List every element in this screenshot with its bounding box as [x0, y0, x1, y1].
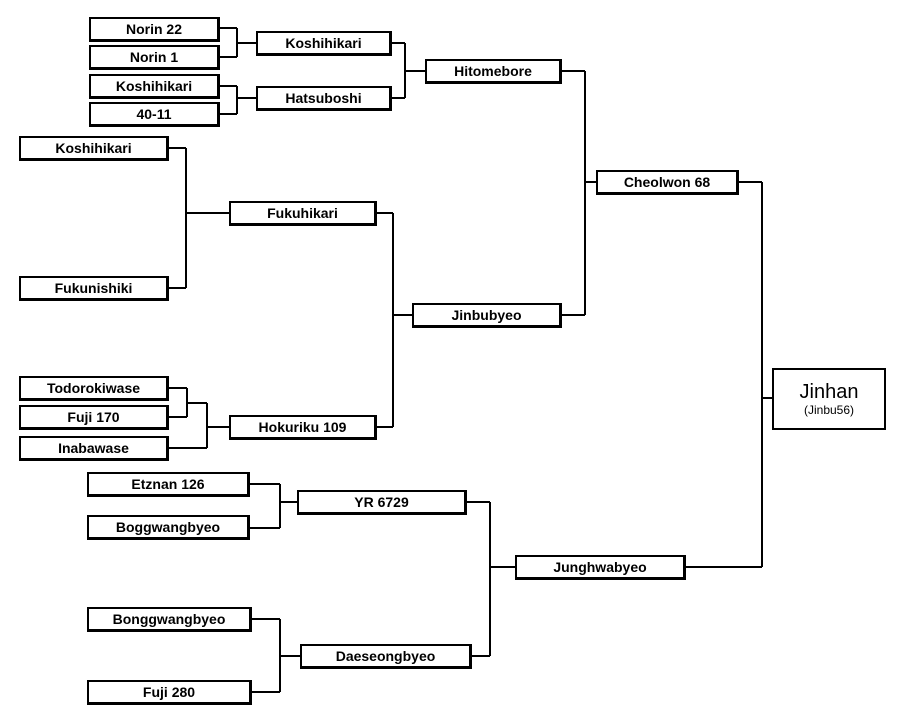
- node-yr-6729: YR 6729: [297, 490, 467, 515]
- node-bonggwangbyeo: Bonggwangbyeo: [87, 607, 252, 632]
- node-norin-22: Norin 22: [89, 17, 220, 42]
- final-cultivar-name: Jinhan: [799, 381, 859, 403]
- node-hokuriku-109: Hokuriku 109: [229, 415, 377, 440]
- node-40-11: 40-11: [89, 102, 220, 127]
- final-cultivar-box: Jinhan (Jinbu56): [772, 368, 886, 430]
- node-hitomebore: Hitomebore: [425, 59, 562, 84]
- node-norin-1: Norin 1: [89, 45, 220, 70]
- node-hatsuboshi: Hatsuboshi: [256, 86, 392, 111]
- node-fukunishiki: Fukunishiki: [19, 276, 169, 301]
- node-daeseongbyeo: Daeseongbyeo: [300, 644, 472, 669]
- node-inabawase: Inabawase: [19, 436, 169, 461]
- node-koshihikari-mid: Koshihikari: [256, 31, 392, 56]
- node-fuji-280: Fuji 280: [87, 680, 252, 705]
- node-todorokiwase: Todorokiwase: [19, 376, 169, 401]
- node-boggwangbyeo: Boggwangbyeo: [87, 515, 250, 540]
- final-cultivar-code: (Jinbu56): [803, 403, 855, 417]
- node-cheolwon-68: Cheolwon 68: [596, 170, 739, 195]
- node-jinbubyeo: Jinbubyeo: [412, 303, 562, 328]
- node-fukuhikari: Fukuhikari: [229, 201, 377, 226]
- node-junghwabyeo: Junghwabyeo: [515, 555, 686, 580]
- node-koshihikari-left: Koshihikari: [19, 136, 169, 161]
- node-fuji-170: Fuji 170: [19, 405, 169, 430]
- node-koshihikari-parent: Koshihikari: [89, 74, 220, 99]
- node-etznan-126: Etznan 126: [87, 472, 250, 497]
